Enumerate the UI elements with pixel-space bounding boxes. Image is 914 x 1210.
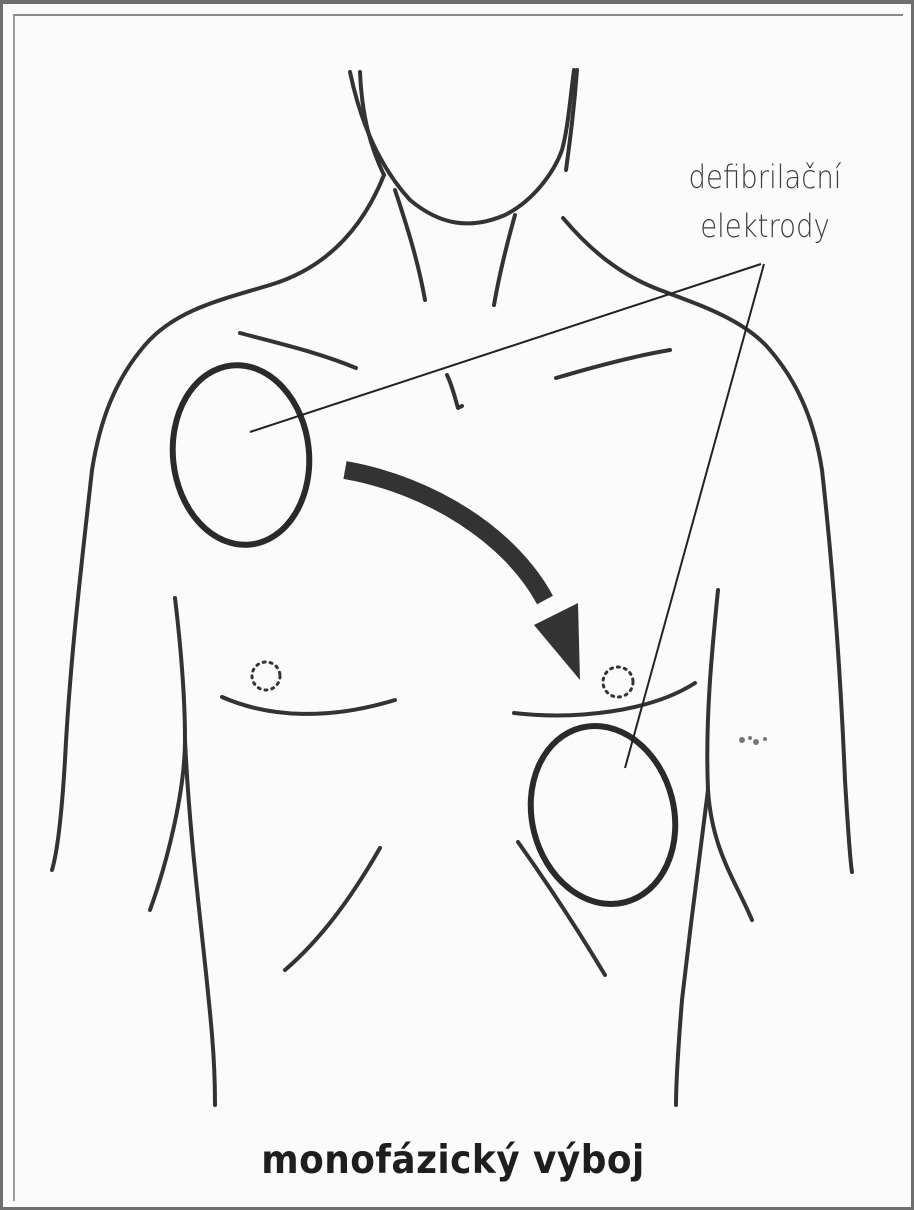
- figure-caption: monofázický výboj: [33, 1138, 874, 1183]
- right-rib-line: [518, 842, 605, 975]
- lower-electrode-pad: [512, 710, 693, 919]
- right-torso-side: [676, 790, 708, 1105]
- callout-label-line2: elektrody: [666, 202, 864, 251]
- left-arm-inner: [150, 598, 185, 910]
- callout-label: defibrilační elektrody: [666, 153, 864, 251]
- left-rib-line: [285, 848, 380, 970]
- left-nipple: [252, 662, 280, 690]
- left-torso-side: [185, 740, 215, 1105]
- callout-leader-lower: [625, 264, 764, 768]
- callout-leader-upper: [250, 264, 761, 432]
- right-clavicle: [556, 350, 670, 378]
- right-nipple: [603, 667, 633, 697]
- callout-label-line1: defibrilační: [666, 153, 864, 202]
- neck-left-line: [350, 70, 574, 223]
- left-shoulder-line: [52, 175, 384, 870]
- print-speck: [739, 736, 767, 745]
- right-arm-inner: [707, 590, 752, 920]
- upper-electrode-pad: [164, 358, 318, 551]
- current-flow-arrowhead: [534, 603, 580, 680]
- current-flow-arrow: [345, 470, 545, 600]
- sternal-notch: [447, 375, 462, 408]
- left-pectoral: [222, 697, 395, 714]
- left-clavicle: [240, 333, 356, 368]
- neck-muscle-right: [494, 215, 515, 305]
